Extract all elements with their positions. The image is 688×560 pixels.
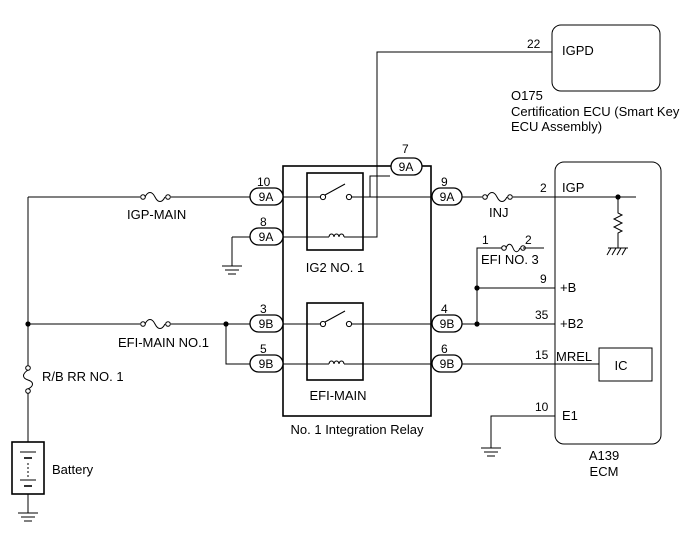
ig2-ground-icon — [222, 265, 242, 275]
battery-ground-icon — [18, 512, 38, 522]
certification-ecu-name-line1: Certification ECU (Smart Key — [511, 104, 680, 119]
connector-ig2-in-pin: 10 — [257, 175, 271, 189]
connector-efi-coil-out-pin: 6 — [441, 342, 448, 356]
certification-ecu-code: O175 — [511, 88, 543, 103]
battery-label: Battery — [52, 462, 94, 477]
efi-switch-blade — [324, 310, 346, 323]
ig2-relay-box — [306, 172, 364, 251]
efi-no3-fuse-icon — [501, 243, 526, 253]
integration-relay-title: No. 1 Integration Relay — [291, 422, 424, 437]
certification-ecu-name-line2: ECU Assembly) — [511, 119, 602, 134]
svg-text:9B: 9B — [440, 317, 455, 331]
ig2-switch-blade — [324, 183, 346, 196]
inj-fuse-label: INJ — [489, 205, 509, 220]
efi-main-fuse-icon — [140, 319, 171, 329]
efi-no3-label: EFI NO. 3 — [481, 252, 539, 267]
connector-ig2-in-9a: 9A — [249, 187, 284, 206]
rb-rr-fuse-terminal-top — [25, 365, 31, 371]
igp-main-fuse-label: IGP-MAIN — [127, 207, 186, 222]
ecm-pin-b-name: +B — [560, 280, 576, 295]
igp-main-fuse-icon — [140, 192, 171, 202]
svg-text:9A: 9A — [440, 190, 455, 204]
ecm-pin-igp-number: 2 — [540, 181, 547, 195]
igpd-pin-number: 22 — [527, 37, 541, 51]
certification-ecu-box — [551, 24, 661, 92]
svg-text:9B: 9B — [259, 317, 274, 331]
efi-no3-wire — [476, 247, 544, 324]
svg-text:9A: 9A — [259, 190, 274, 204]
connector-efi-coil-9b: 9B — [249, 354, 284, 373]
connector-top-pin: 7 — [402, 142, 409, 156]
connector-ig2-out-pin: 9 — [441, 175, 448, 189]
svg-text:9B: 9B — [259, 357, 274, 371]
ig2-relay-label: IG2 NO. 1 — [306, 260, 365, 275]
ecm-name: ECM — [590, 464, 619, 479]
ecm-pin-igp-name: IGP — [562, 180, 584, 195]
inj-fuse-icon — [482, 192, 513, 202]
ecm-pin-e1-number: 10 — [535, 400, 549, 414]
ecm-pin-b2-number: 35 — [535, 308, 549, 322]
connector-efi-coil-out-9b: 9B — [431, 354, 463, 373]
efi-switch-contact-left — [319, 320, 327, 328]
ecm-pin-mrel-name: MREL — [556, 349, 592, 364]
ecm-pin-mrel-number: 15 — [535, 348, 549, 362]
efi-coil-feed-wire — [225, 324, 250, 365]
svg-text:9A: 9A — [259, 230, 274, 244]
integration-relay-box — [282, 165, 432, 417]
rb-rr-fuse-terminal-bottom — [25, 388, 31, 394]
ecm-chassis-ground-icon — [606, 247, 628, 256]
efi-coil — [328, 360, 345, 365]
ig2-switch-contact-right — [345, 193, 353, 201]
ecm-box — [554, 161, 662, 445]
rb-rr-fuse — [23, 369, 33, 390]
ig2-coil — [328, 233, 345, 238]
efi-no3-pin-b: 2 — [525, 233, 532, 247]
efi-main-relay-box — [306, 302, 364, 381]
connector-efi-out-9b: 9B — [431, 314, 463, 333]
ig2-switch-contact-left — [319, 193, 327, 201]
efi-no3-pin-a: 1 — [482, 233, 489, 247]
ecm-pin-b-number: 9 — [540, 272, 547, 286]
ecm-code: A139 — [589, 448, 619, 463]
rb-rr-fuse-label: R/B RR NO. 1 — [42, 369, 124, 384]
svg-text:9B: 9B — [440, 357, 455, 371]
ecm-ic-label: IC — [615, 358, 628, 373]
ecm-ic-box — [598, 347, 653, 382]
connector-ig2-coil-9a: 9A — [249, 227, 284, 246]
igpd-pin-label: IGPD — [562, 43, 594, 58]
efi-switch-contact-right — [345, 320, 353, 328]
connector-ig2-out-9a: 9A — [431, 187, 463, 206]
e1-ground-wire — [490, 415, 555, 448]
connector-top-9a: 9A — [390, 157, 423, 176]
connector-efi-in-pin: 3 — [260, 302, 267, 316]
ig2-switch-wiring — [283, 175, 390, 198]
connector-efi-in-9b: 9B — [249, 314, 284, 333]
connector-ig2-coil-pin: 8 — [260, 215, 267, 229]
connector-efi-out-pin: 4 — [441, 302, 448, 316]
connector-efi-coil-pin: 5 — [260, 342, 267, 356]
efi-main-relay-label: EFI-MAIN — [309, 388, 366, 403]
svg-text:9A: 9A — [399, 160, 414, 174]
ecm-igp-resistor — [612, 197, 624, 248]
igpd-wire — [346, 51, 552, 238]
ecm-pin-b2-name: +B2 — [560, 316, 584, 331]
e1-ground-icon — [481, 447, 501, 457]
ecm-pin-e1-name: E1 — [562, 408, 578, 423]
efi-main-fuse-label: EFI-MAIN NO.1 — [118, 335, 209, 350]
